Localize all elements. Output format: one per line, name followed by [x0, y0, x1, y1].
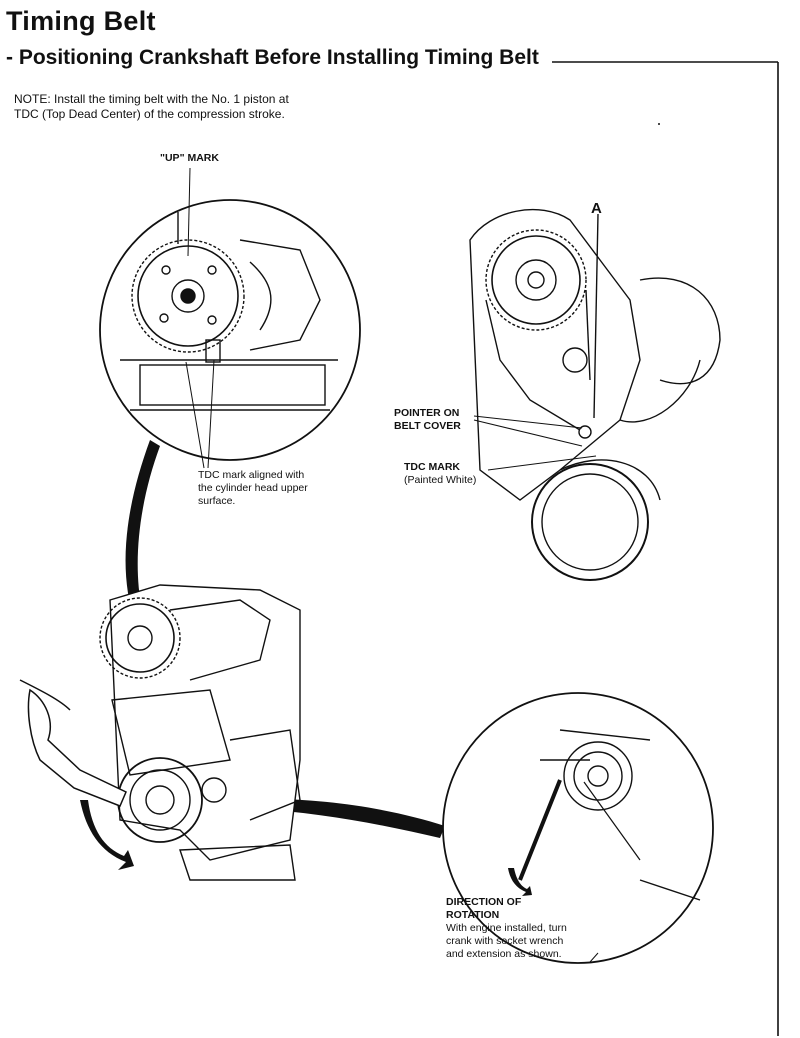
speck-1 — [658, 123, 660, 125]
engine-assembly — [99, 584, 301, 881]
direction-line-1: DIRECTION OF — [446, 896, 522, 908]
up-mark-label: "UP" MARK — [160, 152, 219, 164]
front-view-a — [469, 208, 721, 581]
view-letter-label: A — [591, 200, 602, 217]
tdc-aligned-line-2: the cylinder head upper — [198, 482, 308, 494]
instr-line-3: and extension as shown. — [446, 948, 562, 960]
page-title: Timing Belt — [6, 6, 156, 36]
callout-leaders-1 — [185, 167, 215, 469]
installation-note: NOTE: Install the timing belt with the N… — [14, 92, 354, 122]
detail-circle-crank — [442, 692, 714, 964]
direction-callout: DIRECTION OF ROTATION With engine instal… — [446, 896, 567, 961]
pointer-callout: POINTER ON BELT COVER — [394, 407, 461, 433]
tdc-mark-callout: TDC MARK (Painted White) — [404, 461, 476, 487]
callout-leader-3 — [589, 952, 599, 963]
tdc-mark-label: TDC MARK — [404, 461, 460, 473]
instr-line-2: crank with socket wrench — [446, 935, 564, 947]
connector-ribbon-upper — [125, 440, 160, 612]
painted-white-label: (Painted White) — [404, 474, 477, 486]
tdc-aligned-line-3: surface. — [198, 495, 236, 507]
instr-line-1: With engine installed, turn — [446, 922, 567, 934]
pointer-line-1: POINTER ON — [394, 407, 460, 419]
note-line-2: TDC (Top Dead Center) of the compression… — [14, 107, 285, 121]
pointer-line-2: BELT COVER — [394, 420, 461, 432]
direction-line-2: ROTATION — [446, 909, 500, 921]
section-subtitle: - Positioning Crankshaft Before Installi… — [6, 46, 539, 69]
hand-with-wrench — [19, 679, 127, 807]
rotation-arrow-small — [508, 868, 532, 896]
detail-circle-camshaft — [99, 199, 361, 461]
tdc-aligned-callout: TDC mark aligned with the cylinder head … — [198, 469, 308, 508]
note-line-1: NOTE: Install the timing belt with the N… — [14, 92, 289, 106]
callout-leaders-2 — [473, 415, 597, 471]
tdc-aligned-line-1: TDC mark aligned with — [198, 469, 305, 481]
rotation-arrow-large — [80, 800, 134, 870]
